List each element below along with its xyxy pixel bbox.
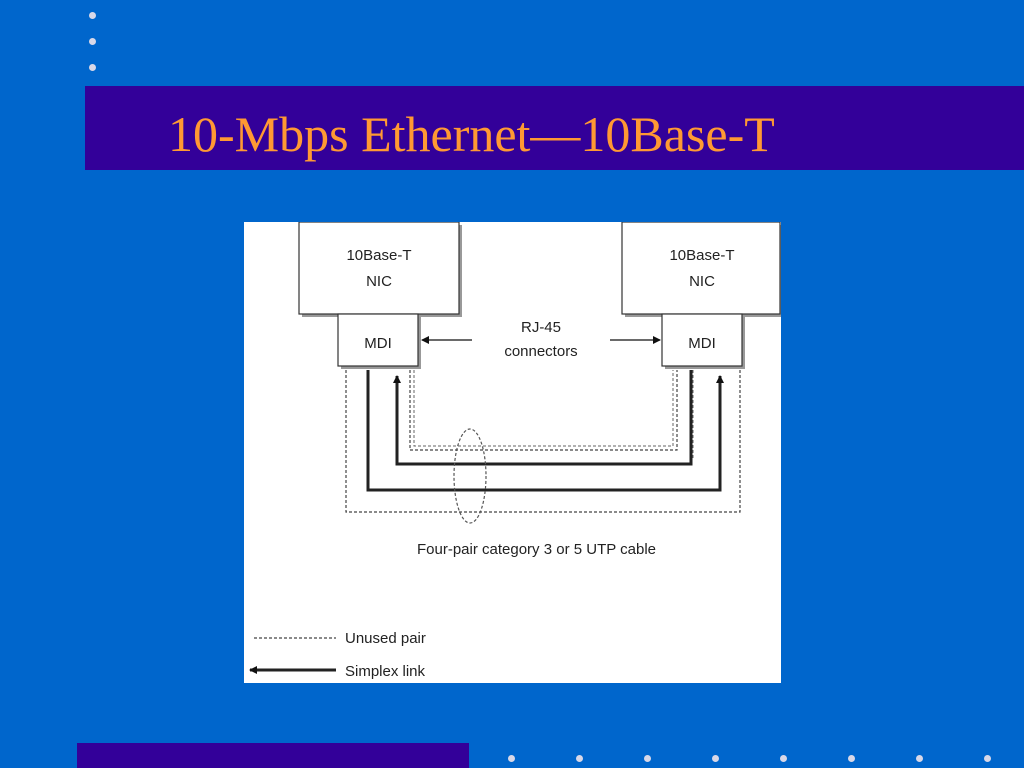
slide-title: 10-Mbps Ethernet—10Base-T [168,106,775,162]
right-nic-label-1: 10Base-T [669,247,734,264]
decorative-dot [89,38,96,45]
left-mdi-box [337,313,419,367]
right-mdi-label: MDI [688,335,716,352]
left-nic-box [298,222,460,315]
simplex-link-2 [393,370,693,466]
simplex-link-1 [366,370,724,492]
cable-label: Four-pair category 3 or 5 UTP cable [417,541,656,558]
legend-simplex-label: Simplex link [345,663,426,680]
network-diagram: 10Base-T NIC MDI 10Base-T NIC MDI RJ-45 … [244,222,781,683]
unused-pair-inner-2 [413,370,674,447]
decorative-dot [89,64,96,71]
decorative-dot [576,755,583,762]
decorative-dot [780,755,787,762]
decorative-dot [848,755,855,762]
legend-unused-label: Unused pair [345,630,426,647]
bottom-band [77,743,469,768]
connector-label-2: connectors [504,343,577,360]
decorative-dot [984,755,991,762]
diagram-canvas: 10Base-T NIC MDI 10Base-T NIC MDI RJ-45 … [249,222,781,680]
title-band [85,86,1024,170]
left-mdi-label: MDI [364,335,392,352]
left-nic-label-2: NIC [366,273,392,290]
cable-bundle-ellipse [453,428,487,524]
decorative-dot [644,755,651,762]
connector-label-1: RJ-45 [521,319,561,336]
right-mdi-box [661,313,743,367]
right-nic-box [621,222,781,315]
left-nic-label-1: 10Base-T [346,247,411,264]
decorative-dot [712,755,719,762]
unused-pair-inner [409,370,678,451]
decorative-dot [508,755,515,762]
decorative-dot [89,12,96,19]
decorative-dot [916,755,923,762]
unused-pair-outer [345,370,741,513]
right-nic-label-2: NIC [689,273,715,290]
